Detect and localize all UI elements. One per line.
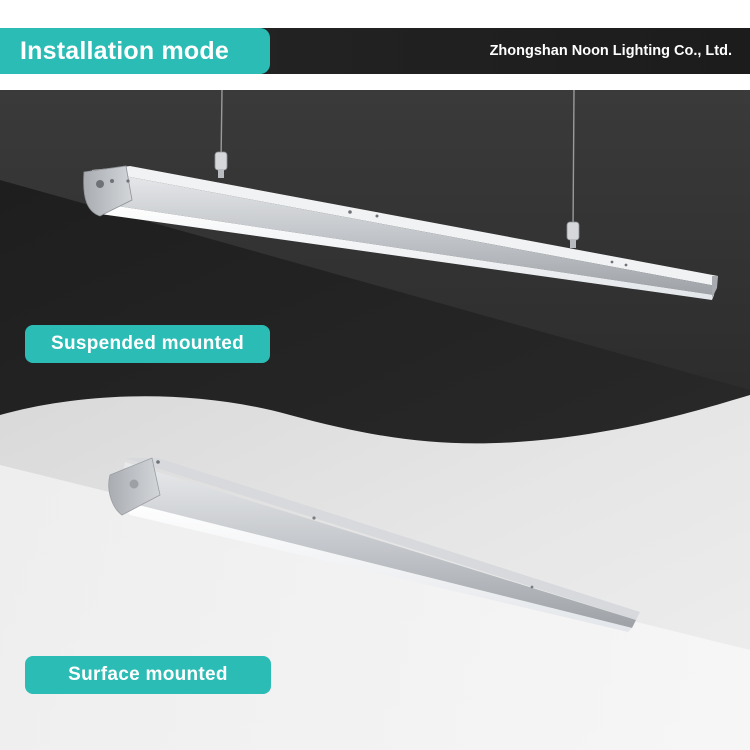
suspended-mounted-label: Suspended mounted	[25, 325, 270, 363]
product-scene	[0, 90, 750, 750]
page-title: Installation mode	[20, 36, 229, 65]
header-bar: Installation mode Zhongshan Noon Lightin…	[0, 28, 750, 74]
suspended-fixture	[83, 165, 718, 300]
suspension-wire-left	[220, 90, 223, 163]
wire-clip-right-icon	[566, 221, 580, 248]
company-name: Zhongshan Noon Lighting Co., Ltd.	[489, 43, 732, 59]
wire-clip-left-icon	[214, 151, 228, 178]
surface-fixture	[108, 457, 640, 632]
header-title-tab: Installation mode	[0, 28, 270, 74]
surface-mounted-label: Surface mounted	[25, 656, 271, 694]
suspension-wire-right	[572, 90, 575, 233]
